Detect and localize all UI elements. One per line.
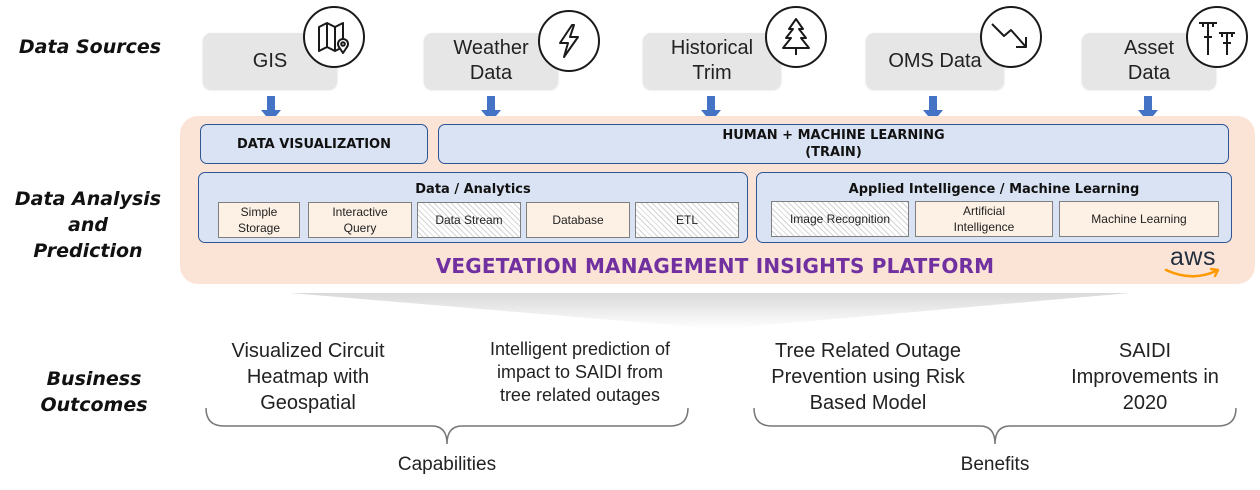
funnel-shadow xyxy=(290,293,1130,329)
data-analytics-panel: Data / Analytics Simple Storage Interact… xyxy=(198,172,748,243)
image-recognition-item: Image Recognition xyxy=(771,201,909,237)
power-pole-icon xyxy=(1186,6,1248,68)
source-label: Asset Data xyxy=(1123,37,1175,84)
arrow-oms xyxy=(923,96,943,122)
row-label-data-sources: Data Sources xyxy=(18,36,162,58)
map-pin-icon xyxy=(303,6,365,68)
source-historical-trim: Historical Trim xyxy=(643,33,781,89)
arrow-gis xyxy=(261,96,281,122)
row-label-data-analysis: Data Analysis and Prediction xyxy=(14,188,162,262)
outcome-visualized-heatmap: Visualized Circuit Heatmap with Geospati… xyxy=(231,340,385,414)
source-label: Weather Data xyxy=(453,37,529,84)
source-label: Historical Trim xyxy=(670,37,754,84)
aws-logo: aws xyxy=(1160,244,1226,286)
applied-ai-title: Applied Intelligence / Machine Learning xyxy=(848,182,1140,197)
platform-title: VEGETATION MANAGEMENT INSIGHTS PLATFORM xyxy=(435,254,995,278)
row-label-business-outcomes: Business Outcomes xyxy=(40,368,148,416)
source-label: GIS xyxy=(252,49,288,72)
outcome-saidi-improvements: SAIDI Improvements in 2020 xyxy=(1071,340,1219,414)
source-label: OMS Data xyxy=(888,49,982,72)
lightning-icon xyxy=(538,10,600,72)
data-visualization-box: DATA VISUALIZATION xyxy=(200,124,428,164)
machine-learning-item: Machine Learning xyxy=(1059,201,1219,237)
data-stream-item: Data Stream xyxy=(417,202,521,238)
source-weather-data: Weather Data xyxy=(424,33,558,89)
trend-down-icon xyxy=(980,6,1042,68)
outcome-outage-prevention: Tree Related Outage Prevention using Ris… xyxy=(771,340,965,414)
aws-logo-text: aws xyxy=(1170,243,1216,271)
data-visualization-label: DATA VISUALIZATION xyxy=(236,136,391,152)
arrow-weather xyxy=(481,96,501,122)
database-item: Database xyxy=(526,202,630,238)
human-ml-label: HUMAN + MACHINE LEARNING (TRAIN) xyxy=(722,128,945,160)
benefits-brace xyxy=(753,407,1237,445)
aws-smile-icon xyxy=(1164,267,1220,278)
human-ml-box: HUMAN + MACHINE LEARNING (TRAIN) xyxy=(438,124,1229,164)
outcome-intelligent-prediction: Intelligent prediction of impact to SAID… xyxy=(489,339,671,405)
etl-item: ETL xyxy=(635,202,739,238)
artificial-intelligence-item: Artificial Intelligence xyxy=(915,201,1053,237)
simple-storage-item: Simple Storage xyxy=(218,202,300,238)
capabilities-label: Capabilities xyxy=(397,454,497,475)
arrow-asset xyxy=(1138,96,1158,122)
benefits-label: Benefits xyxy=(960,454,1030,475)
interactive-query-item: Interactive Query xyxy=(308,202,412,238)
applied-ai-panel: Applied Intelligence / Machine Learning … xyxy=(756,172,1232,243)
arrow-historical-trim xyxy=(701,96,721,122)
capabilities-brace xyxy=(205,407,689,445)
pine-tree-icon xyxy=(765,6,827,68)
data-analytics-title: Data / Analytics xyxy=(415,182,531,197)
